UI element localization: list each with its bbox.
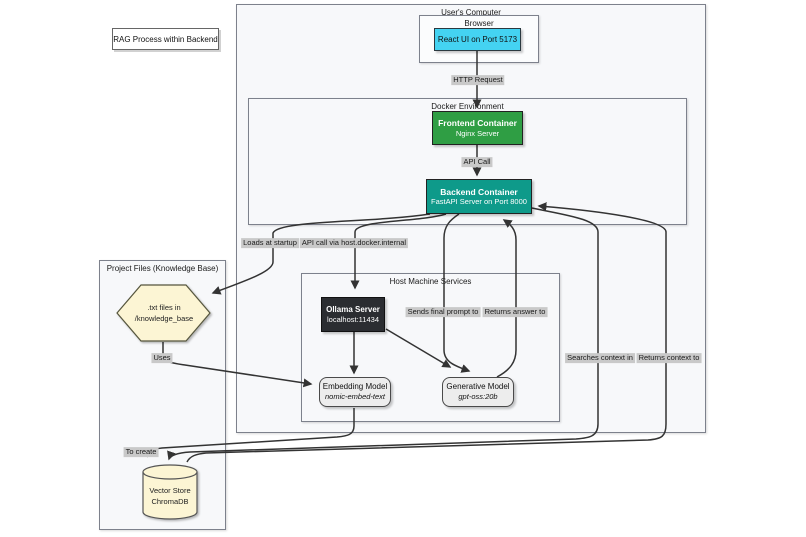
- vector-store-line1: Vector Store: [149, 485, 191, 495]
- edge-label-returns-answer: Returns answer to: [482, 307, 548, 317]
- edge-label-sends-final-prompt: Sends final prompt to: [405, 307, 481, 317]
- backend-title: Backend Container: [440, 186, 518, 197]
- edge-label-http-request: HTTP Request: [451, 75, 505, 85]
- backend-subtitle: FastAPI Server on Port 8000: [431, 197, 527, 207]
- vector-store-cylinder: [142, 464, 198, 520]
- docker-environment-label: Docker Environment: [431, 102, 504, 111]
- edge-sends-final-prompt: [443, 213, 471, 373]
- generative-model-node: Generative Model gpt-oss:20b: [442, 377, 514, 407]
- browser-label: Browser: [464, 19, 494, 28]
- edge-uses: [162, 342, 313, 388]
- edge-label-api-call: API Call: [461, 157, 493, 167]
- diagram-title-box: RAG Process within Backend: [112, 28, 219, 50]
- diagram-title: RAG Process within Backend: [113, 34, 218, 44]
- edge-label-uses: Uses: [151, 353, 173, 363]
- embedding-model-node: Embedding Model nomic-embed-text: [319, 377, 391, 407]
- ollama-server-node: Ollama Server localhost:11434: [321, 297, 385, 332]
- users-computer-label: User's Computer: [441, 8, 501, 17]
- react-ui-node: React UI on Port 5173: [434, 28, 521, 51]
- knowledge-files-hexagon: [116, 284, 211, 342]
- edge-label-to-create: To create: [123, 447, 159, 457]
- edge-to-create: [145, 408, 355, 458]
- generative-title: Generative Model: [446, 382, 510, 392]
- ollama-title: Ollama Server: [326, 304, 380, 314]
- ollama-subtitle: localhost:11434: [327, 314, 379, 324]
- edge-label-loads-at-startup: Loads at startup: [241, 238, 299, 248]
- frontend-container-node: Frontend Container Nginx Server: [432, 111, 523, 145]
- backend-container-node: Backend Container FastAPI Server on Port…: [426, 179, 532, 214]
- edge-loads-at-startup: [211, 213, 431, 295]
- react-ui-label: React UI on Port 5173: [437, 34, 518, 44]
- knowledge-files-line1: .txt files in: [147, 302, 181, 312]
- vector-store-text: Vector Store ChromaDB: [149, 485, 190, 508]
- edge-searches-context: [167, 207, 599, 461]
- edge-ollama-generative: [385, 328, 452, 368]
- generative-subtitle: gpt-oss:20b: [458, 392, 498, 402]
- project-files-label: Project Files (Knowledge Base): [106, 264, 219, 273]
- embedding-title: Embedding Model: [322, 382, 388, 392]
- knowledge-files-line2: /knowledge_base: [134, 314, 194, 323]
- frontend-title: Frontend Container: [438, 118, 517, 128]
- embedding-subtitle: nomic-embed-text: [324, 392, 386, 402]
- knowledge-files-text: .txt files in /knowledge_base: [135, 302, 193, 325]
- edge-label-searches-context: Searches context in: [565, 353, 635, 363]
- edge-api-call-hdi: [350, 213, 447, 290]
- edge-returns-answer: [496, 219, 517, 378]
- frontend-subtitle: Nginx Server: [455, 128, 500, 138]
- edge-label-returns-context: Returns context to: [636, 353, 702, 363]
- edge-label-api-call-hdi: API call via host.docker.internal: [299, 238, 409, 248]
- vector-store-line2: ChromaDB: [151, 497, 189, 506]
- host-machine-services-label: Host Machine Services: [389, 277, 472, 286]
- edge-returns-context: [186, 202, 667, 463]
